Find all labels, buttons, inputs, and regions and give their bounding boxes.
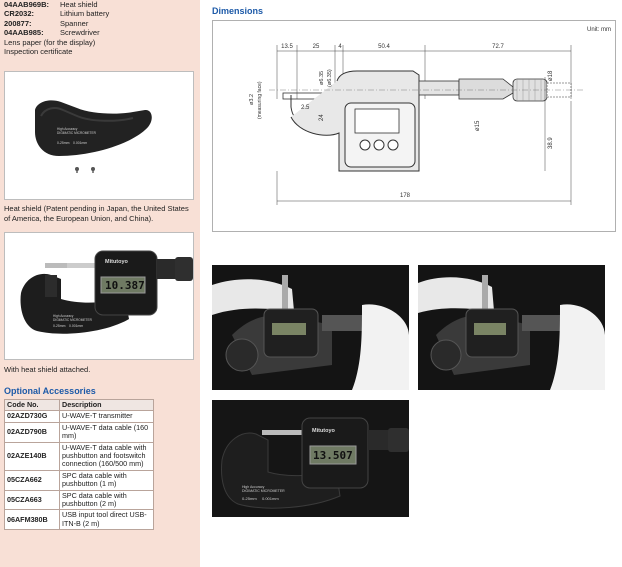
heat-shield-print-line2: DIGIMATIC MICROMETER xyxy=(57,131,97,135)
accessory-row: 200877:Spanner xyxy=(4,18,89,28)
dim-4: 4 xyxy=(338,44,342,50)
accessory-row: 04AAB969B:Heat shield xyxy=(4,0,98,9)
dim-13-5: 13.5 xyxy=(281,44,293,50)
brand-label: Mitutoyo xyxy=(105,259,129,265)
dim-d18: ø18 xyxy=(548,70,554,81)
dim-2-5: 2.5 xyxy=(301,105,310,111)
shield-print-line1: High Accuracy xyxy=(53,314,74,318)
dim-24: 24 xyxy=(319,114,325,121)
photo-lcd-reading: 13.507 xyxy=(313,449,353,462)
photo-print-resolution: 0.001mm xyxy=(262,496,279,501)
dim-d6-35-paren: (ø6.35) xyxy=(327,69,333,87)
usage-photo-3-image: 13.507 Mitutoyo High Accuracy DIGIMATIC … xyxy=(212,400,409,517)
usage-photo-2-image xyxy=(418,265,605,390)
heat-shield-image: High Accuracy DIGIMATIC MICROMETER 0-25m… xyxy=(35,100,152,173)
lcd-reading: 10.387 xyxy=(105,279,145,292)
column-header: Description xyxy=(59,398,154,412)
micrometer-shield-image: 10.387 Mitutoyo High Accuracy DIGIMATIC … xyxy=(20,250,193,334)
dim-d15: ø15 xyxy=(475,120,481,131)
shield-print-resolution: 0.001mm xyxy=(69,324,83,328)
optional-accessories-title: Optional Accessories xyxy=(4,386,96,396)
dim-72-7: 72.7 xyxy=(492,44,504,50)
usage-photo-2 xyxy=(418,265,605,390)
dim-d6-35: ø6.35 xyxy=(319,71,325,85)
photo-print-line2: DIGIMATIC MICROMETER xyxy=(242,489,285,493)
attached-caption: With heat shield attached. xyxy=(4,365,91,374)
dim-d3-2: ø3.2 xyxy=(249,94,255,105)
dim-50-4: 50.4 xyxy=(378,44,390,50)
heat-shield-photo: High Accuracy DIGIMATIC MICROMETER 0-25m… xyxy=(4,71,194,200)
dimension-diagram: Unit: mm 13.5 25 4 50.4 72.7 xyxy=(249,27,611,205)
dim-178: 178 xyxy=(400,193,411,199)
shield-print-range: 0-25mm xyxy=(53,324,66,328)
dimensions-title: Dimensions xyxy=(212,6,264,16)
dimensions-drawing: Unit: mm 13.5 25 4 50.4 72.7 xyxy=(212,20,616,232)
left-column: 04AAB969B:Heat shield CR2032:Lithium bat… xyxy=(0,0,200,567)
photo-print-range: 0-25mm xyxy=(242,496,257,501)
photo-brand-label: Mitutoyo xyxy=(312,428,336,434)
shield-print-line2: DIGIMATIC MICROMETER xyxy=(53,318,93,322)
micrometer-with-shield-photo: 10.387 Mitutoyo High Accuracy DIGIMATIC … xyxy=(4,232,194,360)
column-header: Code No. xyxy=(4,398,60,412)
accessory-extra-line: Inspection certificate xyxy=(4,47,73,57)
unit-label: Unit: mm xyxy=(587,27,611,33)
heat-shield-print-line1: High Accuracy xyxy=(57,127,78,131)
usage-photo-1 xyxy=(212,265,409,390)
accessory-row: CR2032:Lithium battery xyxy=(4,9,110,19)
heat-shield-print-resolution: 0.001mm xyxy=(73,141,87,145)
usage-photo-3: 13.507 Mitutoyo High Accuracy DIGIMATIC … xyxy=(212,400,409,517)
accessory-extra-line: Lens paper (for the display) xyxy=(4,37,96,47)
dim-measuring-face: (measuring face) xyxy=(257,81,263,119)
dim-38-9: 38.9 xyxy=(548,137,554,149)
usage-photo-1-image xyxy=(212,265,409,390)
table-header-row: Code No. Description xyxy=(4,398,154,412)
standard-accessories-list: 04AAB969B:Heat shield CR2032:Lithium bat… xyxy=(4,0,196,56)
accessory-row: 04AAB985:Screwdriver xyxy=(4,28,100,38)
dim-25: 25 xyxy=(313,44,320,50)
heat-shield-caption: Heat shield (Patent pending in Japan, th… xyxy=(4,204,189,223)
photo-print-line1: High Accuracy xyxy=(242,485,265,489)
heat-shield-print-range: 0-25mm xyxy=(57,141,70,145)
